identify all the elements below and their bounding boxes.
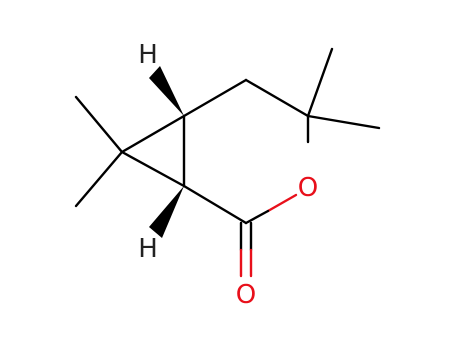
bond-c4-methyl-up <box>306 47 334 118</box>
carbonyl-oxygen-label: O <box>236 280 256 310</box>
bond-c1-c6 <box>120 150 186 188</box>
wedge-bond-bottom-h <box>149 186 184 238</box>
bond-c1-methyl-lower <box>74 150 124 208</box>
wedge-bond-top-h <box>149 66 184 116</box>
bond-o3-c2-red <box>266 193 298 213</box>
bond-c1-c7 <box>120 114 186 154</box>
bond-c7-c5 <box>182 78 248 118</box>
hydrogen-label-top: H <box>138 40 158 70</box>
bond-c4-methyl-right <box>306 114 381 130</box>
bond-o3-c2-black <box>244 209 270 225</box>
bond-c1-methyl-upper <box>74 95 124 154</box>
bond-c2-c6 <box>182 184 248 225</box>
bond-c5-c4 <box>244 78 310 118</box>
hydrogen-label-bottom: H <box>138 234 158 264</box>
ring-oxygen-label: O <box>298 173 318 203</box>
